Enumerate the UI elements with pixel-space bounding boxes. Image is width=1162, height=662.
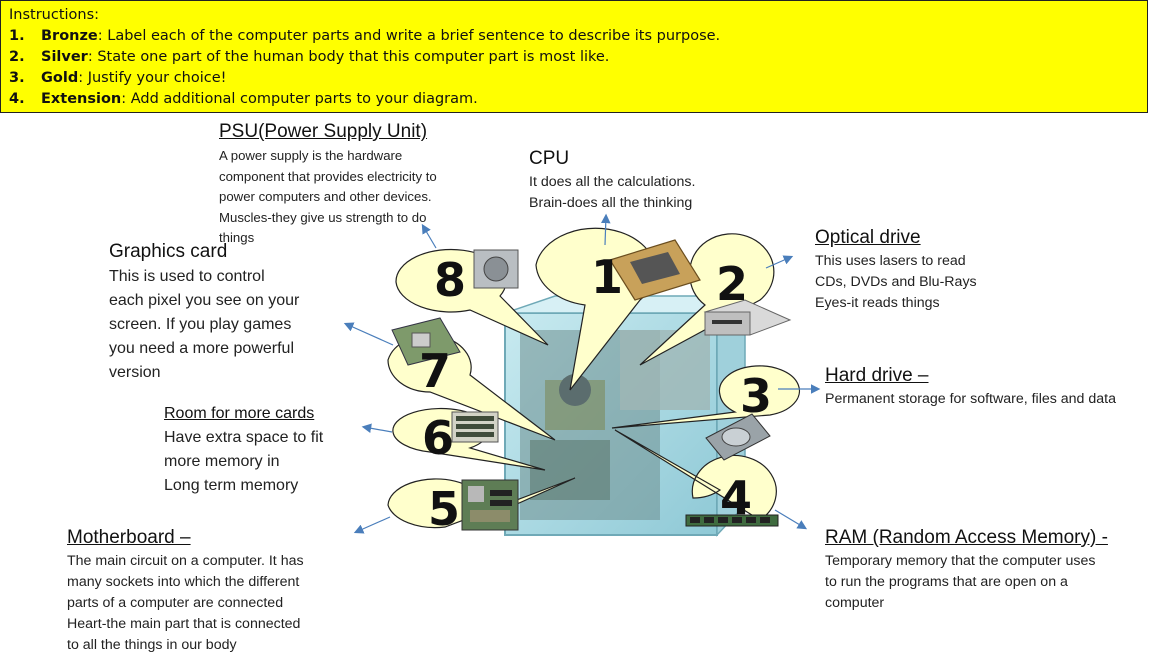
expansion-slots-description-line: more memory in [164, 453, 280, 470]
graphics-card-description-line: each pixel you see on your [109, 292, 300, 309]
callout-number-4: 4 [720, 471, 752, 525]
motherboard-section: Motherboard – The main circuit on a comp… [67, 526, 304, 656]
instruction-level: Bronze [41, 28, 98, 44]
instruction-number: 4. [9, 91, 25, 107]
psu-description-line: Muscles-they give us strength to do [219, 209, 427, 225]
graphics-card-image [391, 317, 461, 366]
instruction-level: Silver [41, 49, 88, 65]
instruction-item: 2. Silver: State one part of the human bo… [9, 47, 1139, 68]
callout-number-3: 3 [740, 369, 772, 423]
optical-drive-image [703, 299, 792, 336]
motherboard-description-line: parts of a computer are connected [67, 595, 284, 611]
hard-drive-image [705, 413, 771, 461]
ram-description-line: computer [825, 595, 885, 611]
arrow-psu [421, 223, 437, 249]
hard-drive-title: Hard drive – [825, 365, 929, 386]
optical-drive-title: Optical drive [815, 227, 921, 248]
instructions-box: Instructions: 1. Bronze: Label each of th… [0, 0, 1148, 113]
graphics-card-description-line: you need a more powerful [109, 340, 294, 357]
instruction-item: 1. Bronze: Label each of the computer par… [9, 26, 1139, 47]
instruction-level: Gold [41, 70, 79, 86]
arrow-cpu [600, 213, 611, 246]
expansion-slots-title: Room for more cards [164, 405, 315, 422]
psu-image [473, 249, 519, 289]
instruction-number: 2. [9, 49, 25, 65]
hard-drive-description-line: Permanent storage for software, files an… [825, 391, 1117, 407]
ram-stick-image [685, 514, 779, 527]
callout-number-7: 7 [419, 344, 451, 398]
arrow-optical [765, 255, 794, 269]
arrow-room [361, 423, 393, 433]
callout-bubble-2 [639, 233, 775, 366]
psu-title: PSU(Power Supply Unit) [219, 121, 428, 142]
instruction-level: Extension [41, 91, 122, 107]
optical-drive-section: Optical drive This uses lasers to read C… [815, 226, 977, 314]
motherboard-description-line: to all the things in our body [67, 637, 237, 653]
hard-drive-section: Hard drive – Permanent storage for softw… [825, 364, 1116, 410]
psu-description-line: power computers and other devices. [219, 189, 432, 204]
ram-description-line: Temporary memory that the computer uses [825, 553, 1096, 569]
arrow-graphics [343, 322, 394, 346]
psu-description-line: component that provides electricity to [219, 168, 437, 184]
psu-description-line: things [219, 230, 255, 245]
graphics-card-section: Graphics card This is used to control ea… [109, 240, 299, 385]
cpu-description-line: Brain-does all the thinking [529, 195, 693, 211]
instruction-text: : State one part of the human body that … [87, 49, 610, 65]
cpu-title: CPU [529, 148, 570, 169]
expansion-slots-section: Room for more cards Have extra space to … [164, 403, 323, 498]
callout-number-1: 1 [591, 250, 623, 304]
arrow-motherboard [353, 516, 391, 534]
instruction-text: : Justify your choice! [78, 70, 227, 86]
cpu-description-line: It does all the calculations. [529, 174, 696, 190]
arrow-ram [774, 509, 808, 530]
callout-bubble-3 [611, 365, 801, 429]
callout-number-2: 2 [716, 257, 748, 311]
psu-section: PSU(Power Supply Unit) A power supply is… [219, 120, 437, 249]
motherboard-image [461, 479, 519, 531]
ram-title: RAM (Random Access Memory) - [825, 527, 1108, 548]
instructions-heading: Instructions: [9, 7, 100, 23]
motherboard-title: Motherboard – [67, 527, 191, 548]
expansion-slots-description-line: Long term memory [164, 477, 299, 494]
expansion-slots-image [451, 411, 499, 443]
instruction-text: : Label each of the computer parts and w… [97, 28, 721, 44]
ram-description-line: to run the programs that are open on a [825, 574, 1068, 590]
motherboard-description-line: Heart-the main part that is connected [67, 616, 301, 632]
expansion-slots-description-line: Have extra space to fit [164, 429, 324, 446]
motherboard-description-line: many sockets into which the different [67, 574, 300, 590]
instruction-number: 1. [9, 28, 25, 44]
graphics-card-description-line: This is used to control [109, 268, 265, 285]
instruction-item: 3. Gold: Justify your choice! [9, 68, 1139, 89]
optical-drive-description-line: CDs, DVDs and Blu-Rays [815, 274, 977, 290]
callout-bubble-4 [614, 429, 777, 521]
graphics-card-description-line: version [109, 364, 161, 381]
instruction-item: 4. Extension: Add additional computer par… [9, 89, 1139, 110]
ram-section: RAM (Random Access Memory) - Temporary m… [825, 526, 1108, 614]
optical-drive-description-line: Eyes-it reads things [815, 295, 940, 311]
motherboard-description-line: The main circuit on a computer. It has [67, 553, 304, 569]
instruction-number: 3. [9, 70, 25, 86]
psu-description-line: A power supply is the hardware [219, 148, 403, 163]
instruction-text: : Add additional computer parts to your … [121, 91, 478, 107]
optical-drive-description-line: This uses lasers to read [815, 253, 966, 269]
callout-number-6: 6 [422, 411, 454, 465]
graphics-card-description-line: screen. If you play games [109, 316, 292, 333]
graphics-card-title: Graphics card [109, 241, 228, 262]
cpu-section: CPU It does all the calculations. Brain-… [529, 147, 695, 214]
cpu-chip-image [609, 239, 701, 301]
callout-number-5: 5 [428, 482, 460, 536]
callout-number-8: 8 [434, 253, 466, 307]
